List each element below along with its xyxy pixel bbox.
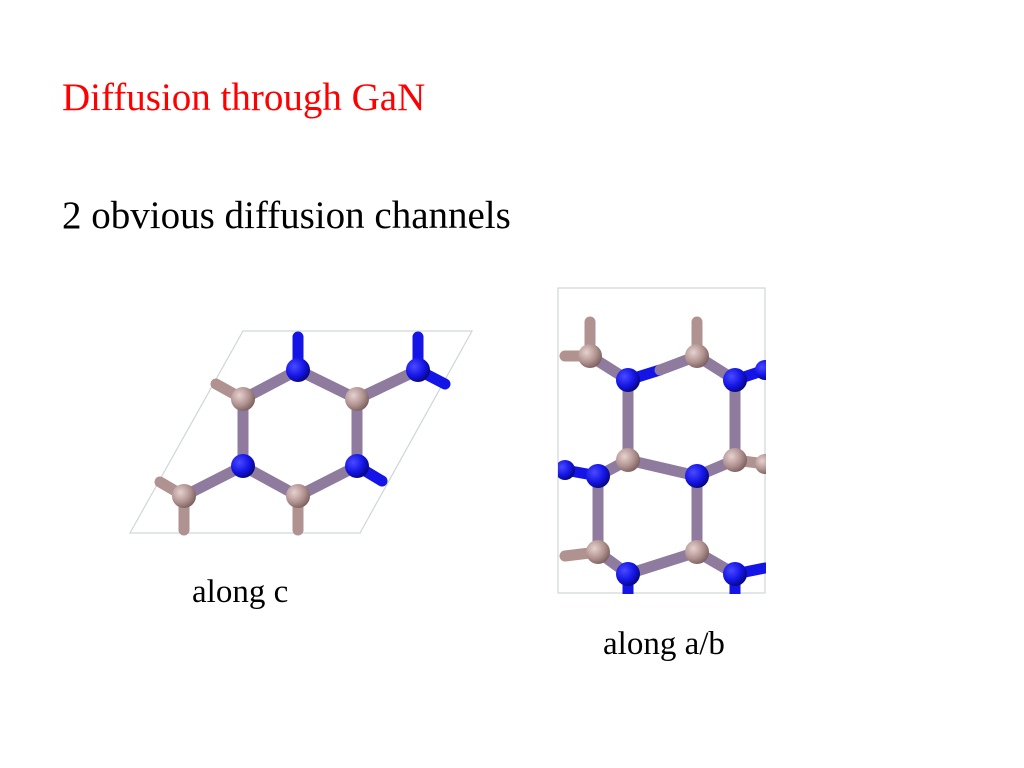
ga-atom [685,540,709,564]
caption-along-c: along c [192,574,289,610]
n-atom [723,562,747,586]
atoms-along-ab [558,344,766,586]
n-atom [345,454,369,478]
ga-atom [685,344,709,368]
atoms-along-c [172,358,430,508]
ga-atom [578,344,602,368]
n-atom [616,562,640,586]
n-atom [616,368,640,392]
n-atom [723,368,747,392]
n-atom [286,358,310,382]
slide-title: Diffusion through GaN [62,76,426,119]
ga-atom [755,454,766,474]
ga-atom [586,540,610,564]
n-atom [685,464,709,488]
unit-cell-outline [128,330,474,534]
n-atom [586,464,610,488]
unit-cell-outline [557,287,766,594]
slide-subtitle: 2 obvious diffusion channels [62,194,511,237]
ga-atom [172,484,196,508]
ga-atom [286,484,310,508]
ga-atom [231,387,255,411]
caption-along-ab: along a/b [603,626,725,662]
n-atom [558,460,575,480]
n-atom [231,454,255,478]
ga-atom [723,448,747,472]
ga-atom [616,448,640,472]
ga-atom [345,387,369,411]
n-atom [406,358,430,382]
n-atom [755,360,766,380]
